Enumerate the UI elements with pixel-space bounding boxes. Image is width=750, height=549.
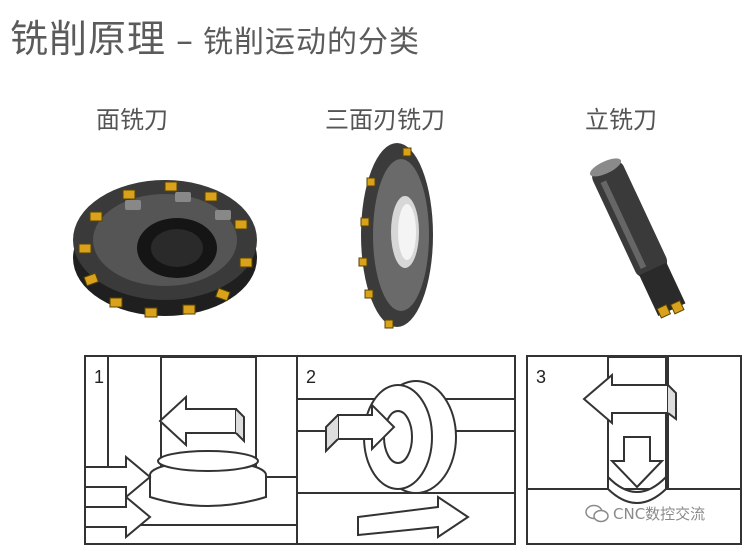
wechat-icon [585,504,609,522]
side-milling-diagram [298,380,514,539]
side-face-cutter-image [358,143,433,329]
panel-number-3: 3 [536,367,547,387]
page-title: 铣削原理 – 铣削运动的分类 [10,8,420,62]
motion-panel-1: 1 [84,355,300,545]
watermark-text: CNC数控交流 [613,505,706,523]
watermark: CNC数控交流 [585,503,705,524]
title-subtitle: 铣削运动的分类 [203,25,421,60]
end-mill-label: 立铣刀 [585,106,657,134]
face-milling-diagram [86,357,298,540]
panel-number-1: 1 [94,367,105,387]
side-face-cutter-label: 三面刃铣刀 [325,106,445,134]
motion-panel-3: 3 [526,355,742,545]
face-mill-image [73,180,257,318]
title-dash: – [176,21,194,61]
end-milling-diagram [528,357,740,504]
end-mill-image [589,158,686,319]
face-mill-label: 面铣刀 [96,106,168,134]
panel-number-2: 2 [306,367,317,387]
title-main: 铣削原理 [10,17,167,61]
motion-panel-2: 2 [296,355,516,545]
